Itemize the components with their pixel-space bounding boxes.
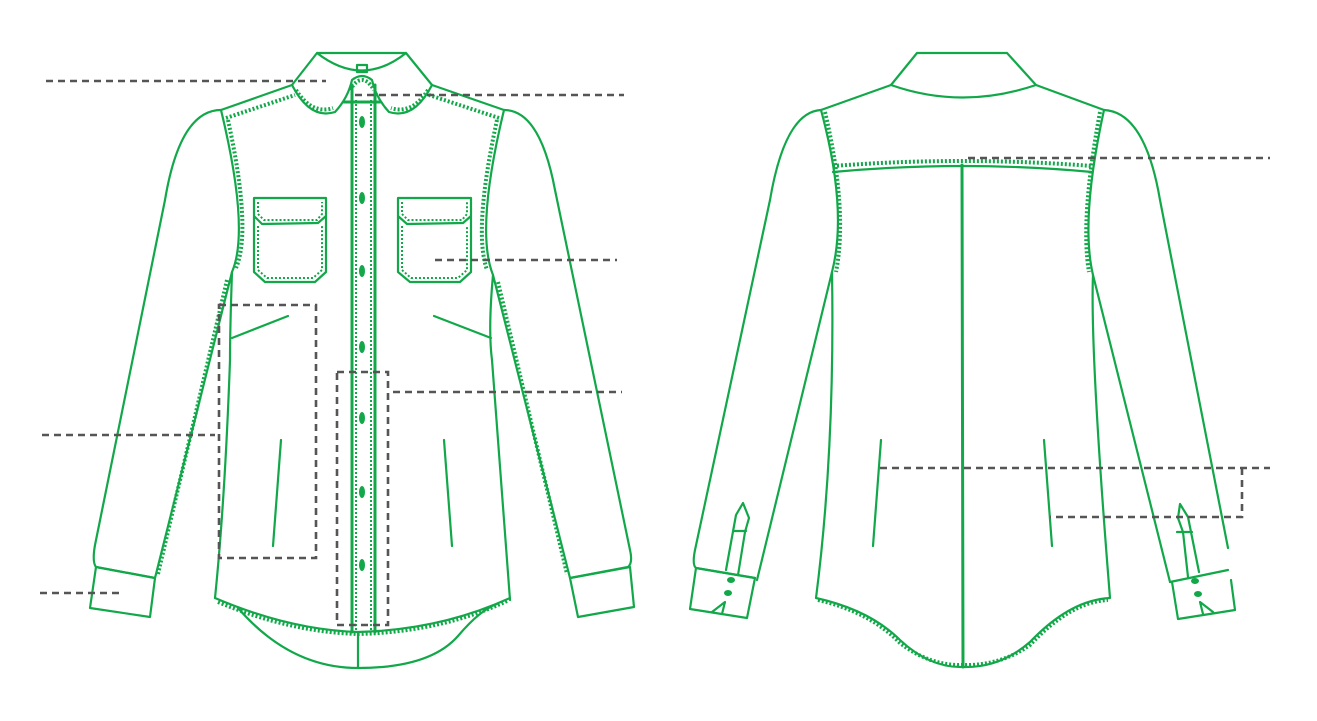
- front-left-sleeve: [88, 108, 234, 619]
- shirt-front-view: [88, 51, 636, 670]
- shirt-back-view: [688, 51, 1237, 669]
- measurement-guide-lines: [40, 79, 1270, 627]
- front-buttons: [359, 116, 365, 571]
- front-placket: [342, 83, 382, 634]
- back-collar: [889, 51, 1038, 99]
- back-left-sleeve: [688, 108, 834, 620]
- front-collar: [290, 51, 434, 115]
- front-body: [213, 83, 512, 670]
- front-right-cuff: [568, 565, 636, 619]
- back-left-cuff: [688, 566, 757, 620]
- back-right-sleeve: [1091, 108, 1237, 621]
- front-right-sleeve: [491, 108, 636, 619]
- front-left-cuff: [88, 565, 157, 619]
- back-center-seam: [960, 163, 965, 669]
- front-pockets: [252, 196, 473, 284]
- back-right-cuff: [1168, 568, 1237, 621]
